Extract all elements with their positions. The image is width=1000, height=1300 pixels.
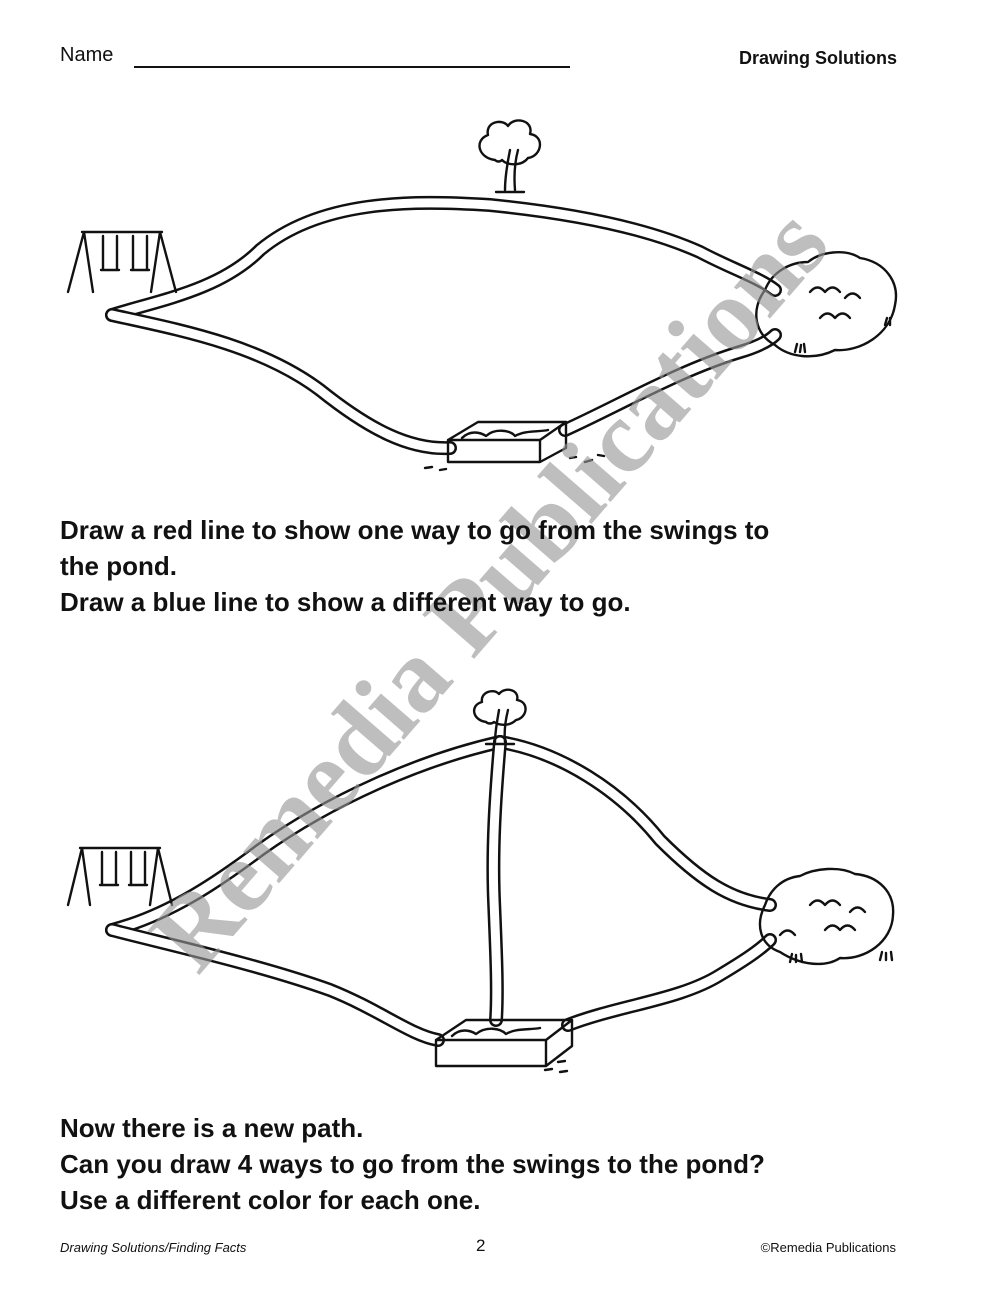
name-blank-line[interactable]	[134, 66, 570, 68]
path-upper-1	[105, 195, 782, 322]
pond-2	[758, 867, 895, 966]
name-label: Name	[60, 44, 114, 66]
instructions-2: Now there is a new path. Can you draw 4 …	[60, 1110, 940, 1218]
path-lower-1	[105, 308, 782, 456]
swing-set-2	[66, 846, 174, 907]
map-2	[66, 688, 895, 1074]
path-upper-right-2	[493, 735, 777, 912]
swing-set-1	[66, 230, 178, 294]
sandbox-1	[423, 420, 606, 472]
path-upper-left-2	[105, 735, 507, 937]
footer-book-title: Drawing Solutions/Finding Facts	[60, 1240, 247, 1255]
sandbox-2	[434, 1018, 574, 1074]
path-lower-left-2	[105, 923, 445, 1047]
worksheet-title: Drawing Solutions	[738, 48, 897, 68]
instruction-line: Can you draw 4 ways to go from the swing…	[60, 1149, 765, 1179]
instruction-line: Now there is a new path.	[60, 1113, 364, 1143]
tree-1	[478, 119, 542, 194]
pond-1	[755, 251, 898, 358]
path-lower-right-2	[561, 933, 777, 1032]
instruction-line: the pond.	[60, 551, 177, 581]
instructions-1: Draw a red line to show one way to go fr…	[60, 512, 890, 620]
footer-copyright: ©Remedia Publications	[760, 1240, 896, 1255]
instruction-line: Draw a blue line to show a different way…	[60, 587, 631, 617]
path-middle-2	[486, 735, 507, 1027]
tree-2	[473, 688, 527, 746]
instruction-line: Draw a red line to show one way to go fr…	[60, 515, 770, 545]
instruction-line: Use a different color for each one.	[60, 1185, 481, 1215]
page-number: 2	[476, 1236, 486, 1255]
map-1	[66, 119, 898, 472]
